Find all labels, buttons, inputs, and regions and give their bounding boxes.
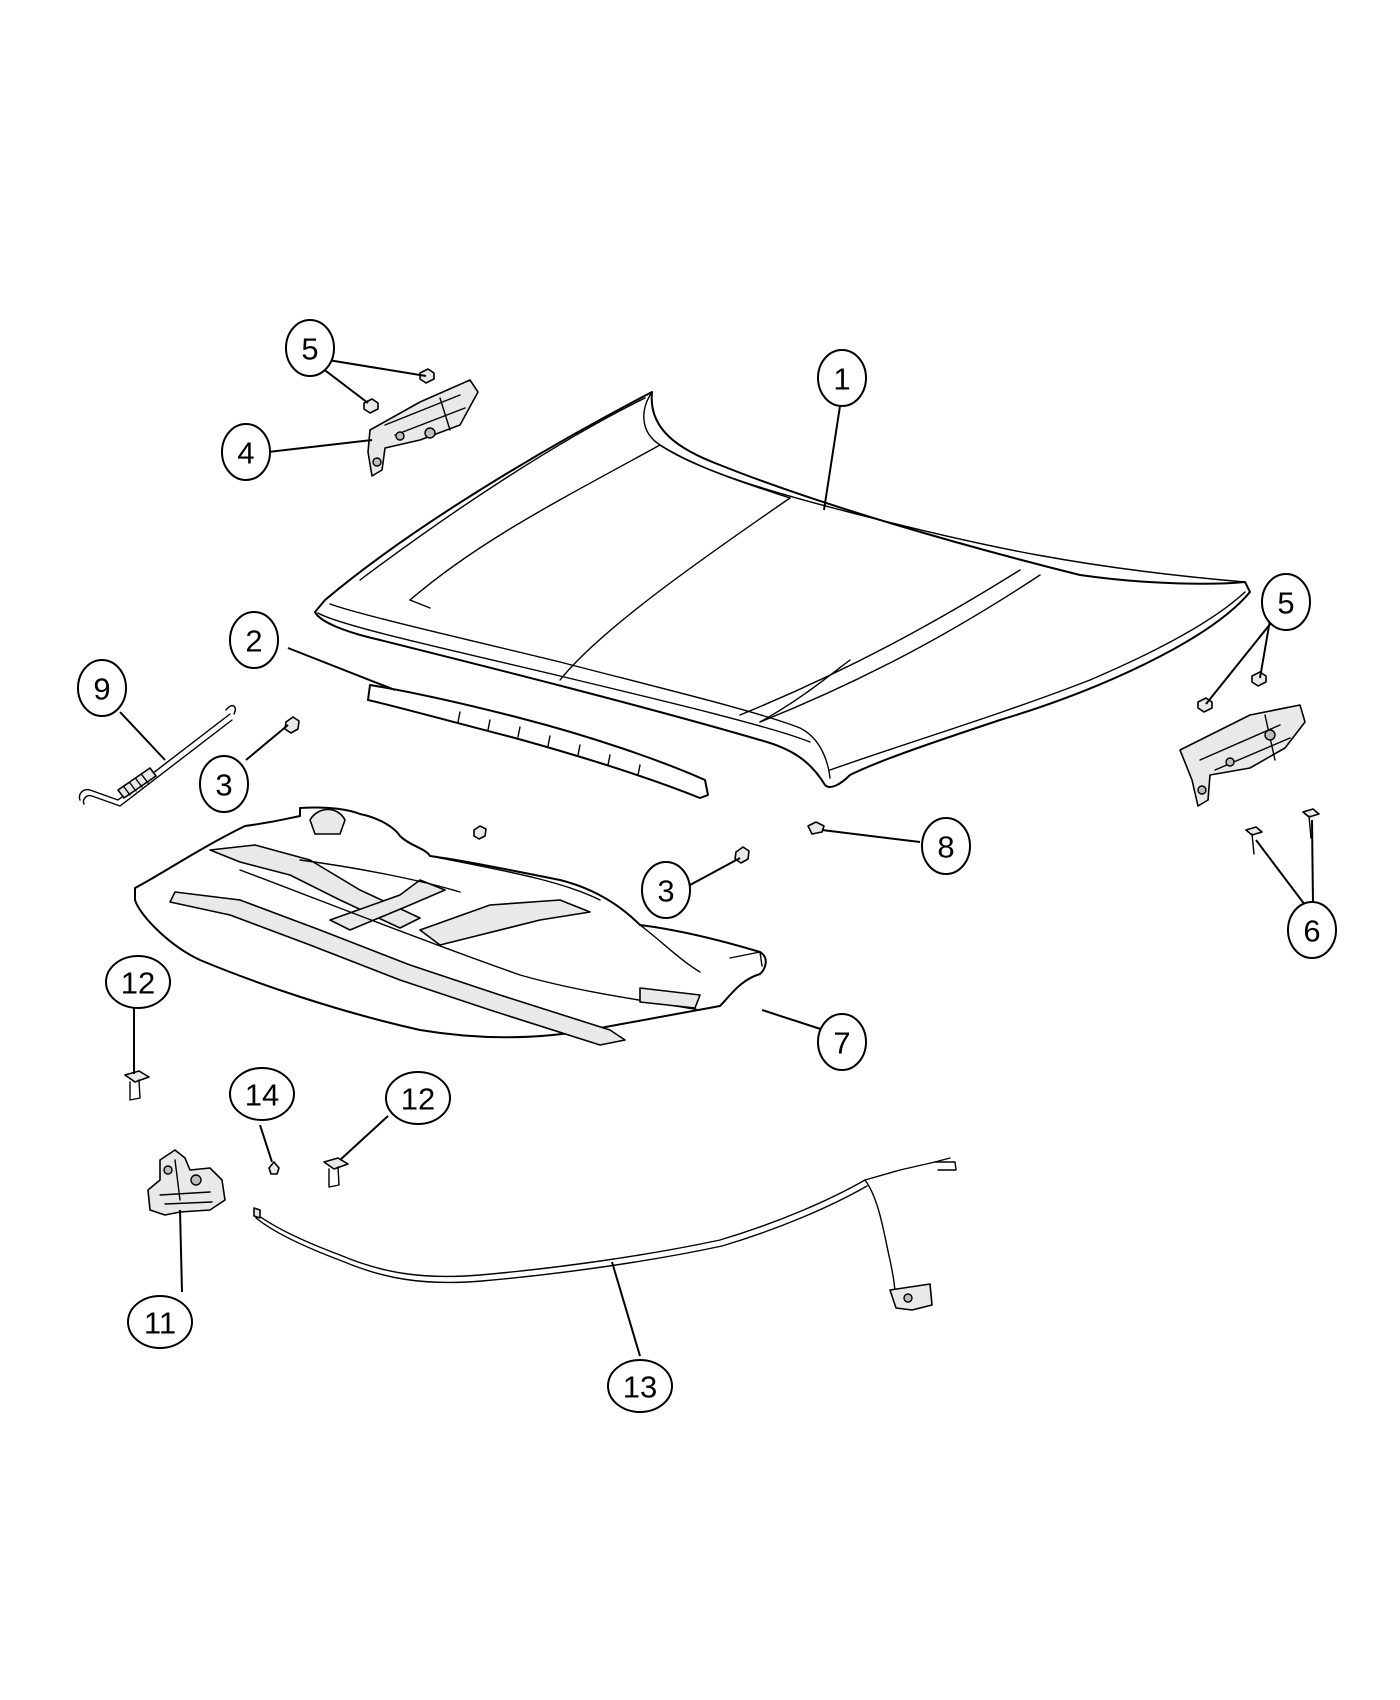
prop-rod [78,704,236,807]
callout-11-label: 11 [144,1306,176,1341]
hood-release-cable [253,1157,957,1311]
bolt-12-left [124,1070,150,1083]
callout-3-right: 3 [641,861,691,919]
callout-6-label: 6 [1303,914,1320,949]
callout-7: 7 [817,1013,867,1071]
hinge-nuts [363,368,1267,713]
callout-13-label: 13 [623,1370,657,1405]
callout-3-right-label: 3 [657,874,674,909]
callout-12-right-label: 12 [401,1082,435,1117]
callout-12-left-label: 12 [121,966,155,1001]
callout-7-label: 7 [833,1026,850,1061]
hood-bumper [807,821,825,835]
callout-5-left-label: 5 [301,332,318,367]
leader-lines [119,359,1314,1357]
callout-8: 8 [921,817,971,875]
left-hood-hinge [367,379,479,477]
hood-panel [314,391,1251,788]
callout-4-label: 4 [237,436,254,471]
callout-9-label: 9 [93,672,110,707]
callout-4: 4 [221,423,271,481]
callout-1-label: 1 [833,362,850,397]
nut-5-right-upper [1251,671,1267,687]
right-hood-hinge [1179,704,1306,807]
callout-9: 9 [77,659,127,717]
callout-3-left-label: 3 [215,768,232,803]
callout-14-label: 14 [245,1078,279,1113]
callout-13: 13 [607,1359,673,1413]
callout-5-right: 5 [1261,573,1311,631]
callout-8-label: 8 [937,830,954,865]
hinge-bolts [1245,808,1320,855]
callout-14: 14 [229,1067,295,1121]
hood-latch [147,1149,226,1216]
cable-clip [268,1161,280,1175]
nut-5-left-upper [419,368,435,384]
hood-insulator [134,806,767,1046]
callout-2-label: 2 [245,624,262,659]
callout-12-left: 12 [105,955,171,1009]
callout-12-right: 12 [385,1071,451,1125]
hood-seal-strip [367,684,709,799]
callout-3-left: 3 [199,755,249,813]
clip-3-left [284,716,300,734]
bolt-12-center [323,1157,349,1170]
callout-6: 6 [1287,901,1337,959]
callout-1: 1 [817,349,867,407]
callout-2: 2 [229,611,279,669]
callout-5-right-label: 5 [1277,586,1294,621]
callout-5-left: 5 [285,319,335,377]
clip-3-center [473,825,487,840]
callout-11: 11 [127,1295,193,1349]
